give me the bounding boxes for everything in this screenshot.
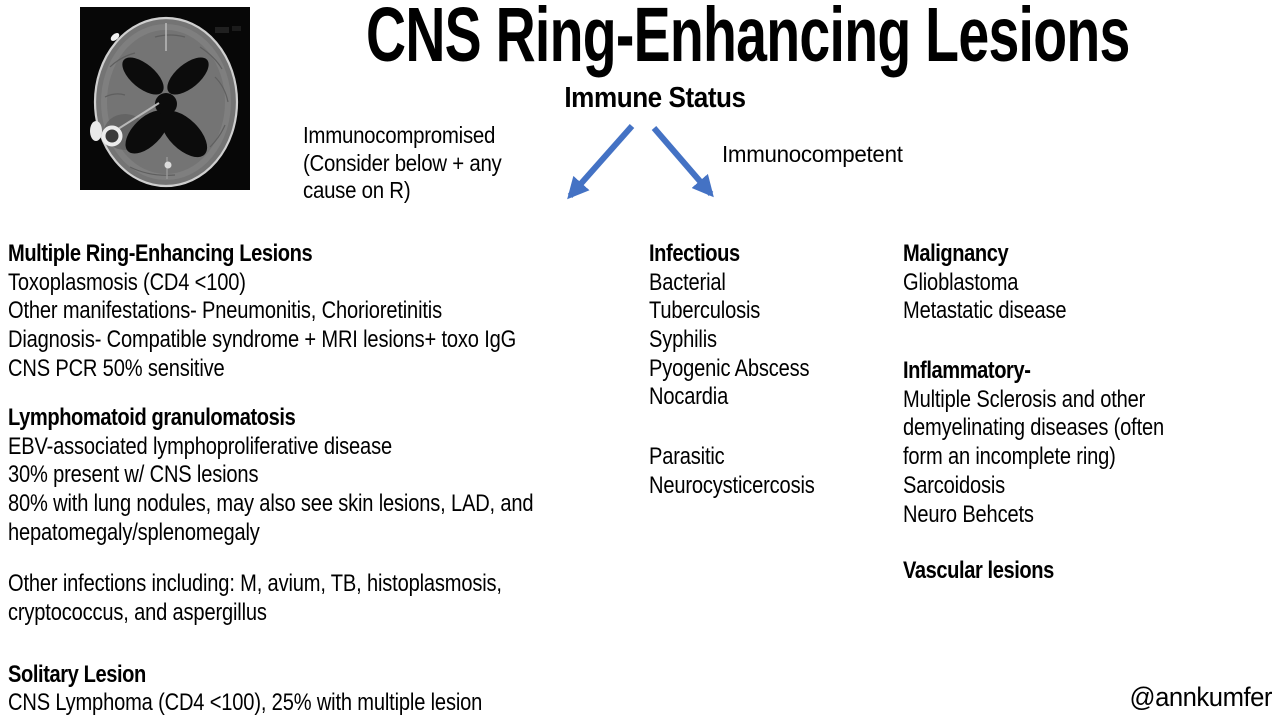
arrow-to-immunocompromised [567, 124, 635, 200]
section-heading: Solitary Lesion [8, 660, 146, 688]
section-multiple-ring-enhancing-lesions: Multiple Ring-Enhancing Lesions Toxoplas… [8, 240, 533, 383]
list-item: 30% present w/ CNS lesions [8, 461, 259, 489]
immunocompromised-column: Multiple Ring-Enhancing Lesions Toxoplas… [8, 240, 534, 718]
section-heading: Lymphomatoid granulomatosis [8, 403, 296, 431]
immunocompromised-label: Immunocompromised (Consider below + any … [303, 122, 502, 205]
list-item: demyelinating diseases (often [903, 414, 1165, 442]
list-item: hepatomegaly/splenomegaly [8, 518, 260, 546]
author-handle: @annkumfer [1129, 682, 1273, 712]
immune-status-label: Immune Status [564, 82, 746, 114]
immunocompromised-line2: (Consider below + any [303, 149, 502, 176]
immunocompetent-label: Immunocompetent [722, 141, 903, 167]
immunocompromised-line3: cause on R) [303, 177, 411, 203]
list-item: Nocardia [649, 383, 729, 411]
immunocompromised-line1: Immunocompromised [303, 122, 496, 148]
list-item: Pyogenic Abscess [649, 354, 810, 382]
section-heading: Vascular lesions [903, 557, 1054, 585]
section-inflammatory: Inflammatory- Multiple Sclerosis and oth… [903, 357, 1164, 529]
section-lymphomatoid-granulomatosis: Lymphomatoid granulomatosis EBV-associat… [8, 403, 534, 547]
immunocompetent-column: Malignancy Glioblastoma Metastatic disea… [903, 240, 1164, 586]
branch-arrows [567, 124, 714, 200]
arrow-to-immunocompetent [651, 126, 714, 198]
list-item: Toxoplasmosis (CD4 <100) [8, 268, 246, 296]
list-item: Diagnosis- Compatible syndrome + MRI les… [8, 326, 517, 354]
list-item: CNS PCR 50% sensitive [8, 354, 225, 382]
list-item: cryptococcus, and aspergillus [8, 598, 267, 626]
list-item: CNS Lymphoma (CD4 <100), 25% with multip… [8, 689, 483, 717]
brain-mri-image [80, 7, 250, 190]
list-item: Syphilis [649, 326, 717, 354]
list-item: Sarcoidosis [903, 471, 1006, 499]
list-item: Parasitic [649, 443, 725, 471]
section-heading: Multiple Ring-Enhancing Lesions [8, 240, 313, 267]
section-malignancy: Malignancy Glioblastoma Metastatic disea… [903, 240, 1164, 326]
list-item: Other manifestations- Pneumonitis, Chori… [8, 297, 442, 325]
list-item: Metastatic disease [903, 297, 1067, 325]
list-item: Glioblastoma [903, 268, 1019, 296]
list-item: Neuro Behcets [903, 500, 1034, 528]
list-item: 80% with lung nodules, may also see skin… [8, 490, 534, 517]
brain-mri-drawing [80, 7, 250, 190]
section-infectious: Infectious Bacterial Tuberculosis Syphil… [649, 240, 815, 412]
list-item: EBV-associated lymphoproliferative disea… [8, 432, 392, 460]
infectious-column: Infectious Bacterial Tuberculosis Syphil… [649, 240, 815, 501]
section-solitary-lesion: Solitary Lesion CNS Lymphoma (CD4 <100),… [8, 661, 533, 718]
section-other-infections: Other infections including: M, avium, TB… [8, 570, 533, 627]
list-item: Tuberculosis [649, 297, 761, 325]
page-title: CNS Ring-Enhancing Lesions [366, 0, 1130, 78]
list-item: Bacterial [649, 268, 726, 296]
section-vascular: Vascular lesions [903, 557, 1164, 586]
section-parasitic: Parasitic Neurocysticercosis [649, 443, 815, 500]
section-heading: Infectious [649, 240, 740, 267]
list-item: form an incomplete ring) [903, 443, 1116, 471]
section-heading: Inflammatory- [903, 357, 1031, 385]
list-item: Other infections including: M, avium, TB… [8, 569, 502, 597]
list-item: Multiple Sclerosis and other [903, 385, 1146, 413]
list-item: Neurocysticercosis [649, 471, 815, 499]
section-heading: Malignancy [903, 240, 1009, 267]
